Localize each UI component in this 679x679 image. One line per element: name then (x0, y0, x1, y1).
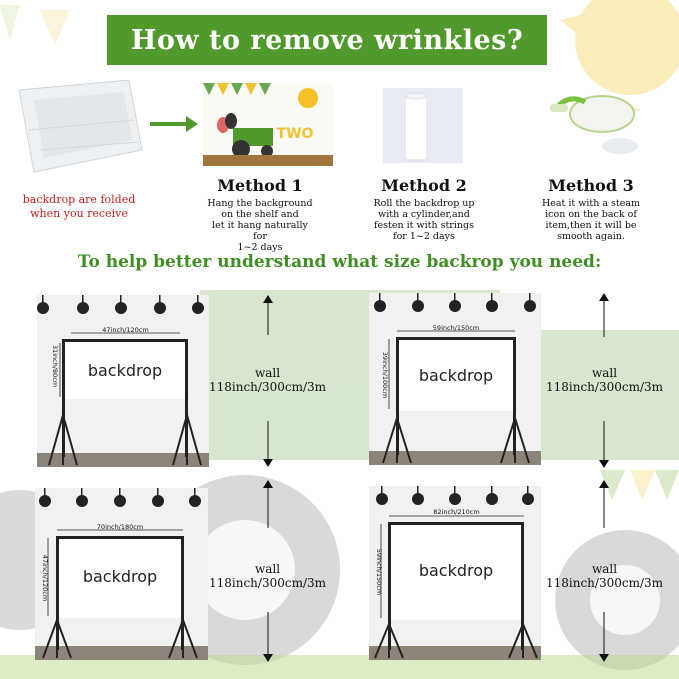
studio-scene-1 (37, 295, 209, 467)
method1-title: Method 1 (217, 176, 303, 195)
height-label-1: 31inch/80cm (51, 344, 59, 388)
backdrop-label-2: backdrop (418, 366, 494, 385)
wall-label-2: wall 118inch/300cm/3m (545, 366, 664, 394)
method3-desc: Heat it with a steam icon on the back of… (541, 198, 641, 242)
height-label-4: 59inch/150cm (375, 548, 383, 596)
backdrop-label-3: backdrop (82, 567, 158, 586)
size-guide-subtitle: To help better understand what size back… (77, 252, 602, 272)
studio-scene-3 (35, 488, 208, 660)
arrow-right-icon (150, 116, 198, 132)
wall-label-1: wall 118inch/300cm/3m (208, 366, 327, 394)
wall-arrow-3 (263, 480, 273, 662)
backdrop-label-1: backdrop (87, 361, 163, 380)
backdrop-label-4: backdrop (418, 561, 494, 580)
height-label-2: 39inch/100cm (381, 351, 389, 399)
size-panel-2: 59inch/150cm 39inch/100cm backdrop (369, 293, 541, 465)
width-label-1: 47inch/120cm (102, 326, 149, 334)
width-label-4: 82inch/210cm (433, 508, 480, 516)
wall-arrow-4 (599, 480, 609, 662)
wall-label-3: wall 118inch/300cm/3m (208, 562, 327, 590)
wall-arrow-1 (263, 295, 273, 467)
width-label-3: 70inch/180cm (96, 523, 144, 531)
method1-desc: Hang the background on the shelf and let… (207, 198, 313, 253)
title-banner: How to remove wrinkles? (107, 15, 547, 65)
method2-roll-image (383, 88, 463, 163)
method3-title: Method 3 (548, 176, 634, 195)
size-panel-4: 82inch/210cm 59inch/150cm backdrop (369, 486, 541, 660)
studio-scene-4 (369, 486, 541, 660)
folded-backdrop-image (18, 80, 143, 173)
height-label-3: 47inch/120cm (41, 554, 49, 602)
method2-desc: Roll the backdrop up with a cylinder,and… (373, 198, 475, 242)
size-panel-1: 47inch/120cm 31inch/80cm backdrop (37, 295, 209, 467)
studio-scene-2 (369, 293, 541, 465)
method3-steamer-image (550, 95, 638, 154)
method1-backdrop-image: TWO (203, 83, 333, 166)
method2-title: Method 2 (381, 176, 467, 195)
wall-arrow-2 (599, 293, 609, 468)
banner-text: TWO (277, 126, 314, 142)
size-panel-3: 70inch/180cm 47inch/120cm backdrop (35, 488, 208, 660)
folded-note: backdrop are folded when you receive (22, 193, 136, 220)
width-label-2: 59inch/150cm (432, 324, 480, 332)
page-title: How to remove wrinkles? (130, 24, 524, 56)
wall-label-4: wall 118inch/300cm/3m (545, 562, 664, 590)
bunting-decoration (0, 5, 679, 500)
